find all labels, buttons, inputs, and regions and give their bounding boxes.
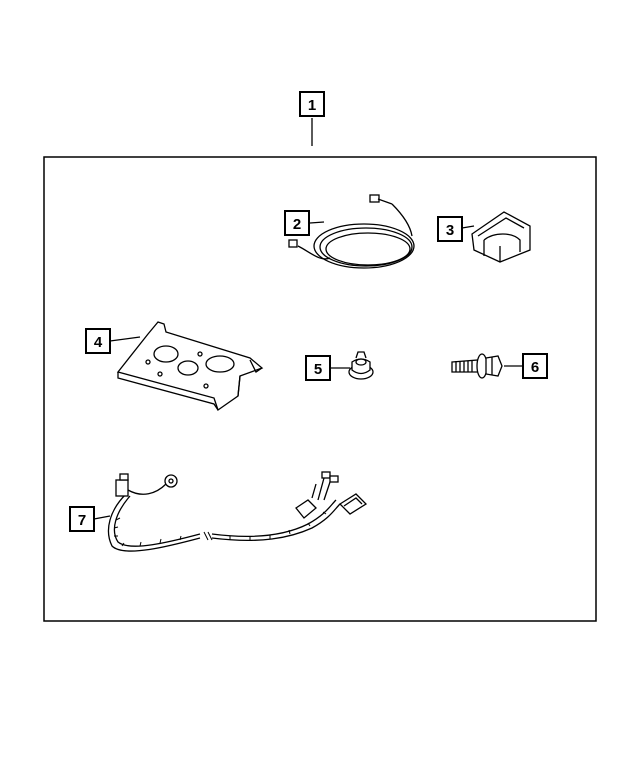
callout-6-label: 6 [531,359,539,376]
callout-5-label: 5 [314,361,322,378]
callout-4[interactable]: 4 [85,328,141,354]
callout-1[interactable]: 1 [299,91,325,146]
callout-5[interactable]: 5 [305,355,350,381]
callout-2[interactable]: 2 [284,210,325,236]
flange-nut-icon [348,351,374,380]
callout-4-label: 4 [94,334,103,351]
callout-7-label: 7 [78,512,86,529]
flange-bolt-icon [451,353,503,379]
callout-6[interactable]: 6 [504,353,548,379]
wiring-cable-icon [288,194,415,269]
callout-3-label: 3 [446,222,454,239]
callout-3[interactable]: 3 [437,216,475,242]
callout-2-label: 2 [293,216,301,233]
callout-1-label: 1 [308,97,316,114]
mounting-plate-icon [116,321,264,412]
clip-bracket-icon [471,211,531,263]
callout-7[interactable]: 7 [69,506,111,532]
wiring-harness-icon [107,471,368,552]
kit-frame [43,156,597,622]
